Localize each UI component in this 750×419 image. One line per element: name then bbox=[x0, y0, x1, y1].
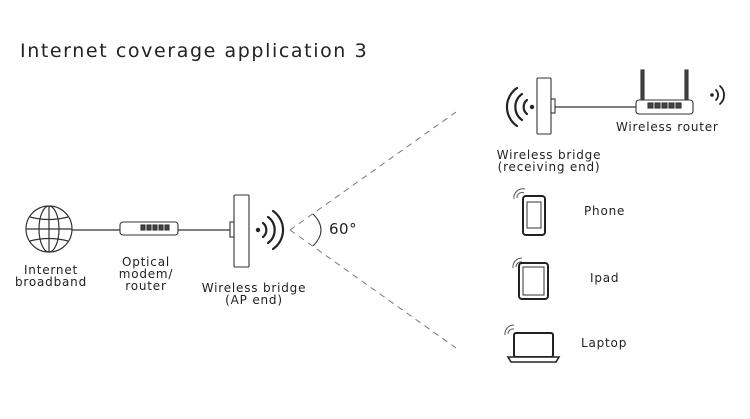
router-wifi-icon bbox=[710, 85, 725, 105]
modem-label: Optical modem/ router bbox=[108, 256, 184, 292]
internet-label: Internet broadband bbox=[8, 264, 94, 288]
laptop-icon bbox=[504, 324, 561, 363]
phone-label: Phone bbox=[584, 204, 626, 218]
diagram-title: Internet coverage application 3 bbox=[20, 40, 369, 62]
angle-arc bbox=[312, 213, 322, 247]
coverage-lower-edge bbox=[289, 229, 457, 349]
modem-label-line2: modem/ bbox=[118, 267, 174, 281]
laptop-label: Laptop bbox=[581, 336, 628, 350]
coverage-upper-edge bbox=[289, 111, 457, 231]
ipad-icon bbox=[512, 257, 549, 300]
bridge-rx-label: Wireless bridge (receiving end) bbox=[486, 149, 612, 173]
ipad-label: Ipad bbox=[590, 271, 620, 285]
bridge-ap-label-line2: (AP end) bbox=[225, 293, 283, 307]
wifi-signal-right-icon bbox=[255, 209, 285, 251]
wifi-signal-left-icon bbox=[505, 86, 535, 128]
phone-icon bbox=[513, 188, 546, 236]
internet-label-line2: broadband bbox=[15, 275, 87, 289]
router-icon bbox=[635, 69, 694, 115]
bridge-ap-icon bbox=[229, 194, 250, 268]
router-label: Wireless router bbox=[616, 120, 719, 134]
modem-label-line3: router bbox=[125, 279, 167, 293]
angle-label: 60° bbox=[329, 220, 358, 238]
bridge-rx-icon bbox=[536, 77, 556, 135]
internet-label-line1: Internet bbox=[23, 263, 79, 277]
bridge-rx-label-line1: Wireless bridge bbox=[496, 148, 602, 162]
globe-icon bbox=[25, 205, 73, 253]
bridge-ap-label: Wireless bridge (AP end) bbox=[190, 282, 318, 306]
modem-icon bbox=[119, 221, 179, 236]
bridge-rx-label-line2: (receiving end) bbox=[497, 160, 601, 174]
bridge-ap-label-line1: Wireless bridge bbox=[201, 281, 307, 295]
modem-label-line1: Optical bbox=[122, 255, 170, 269]
